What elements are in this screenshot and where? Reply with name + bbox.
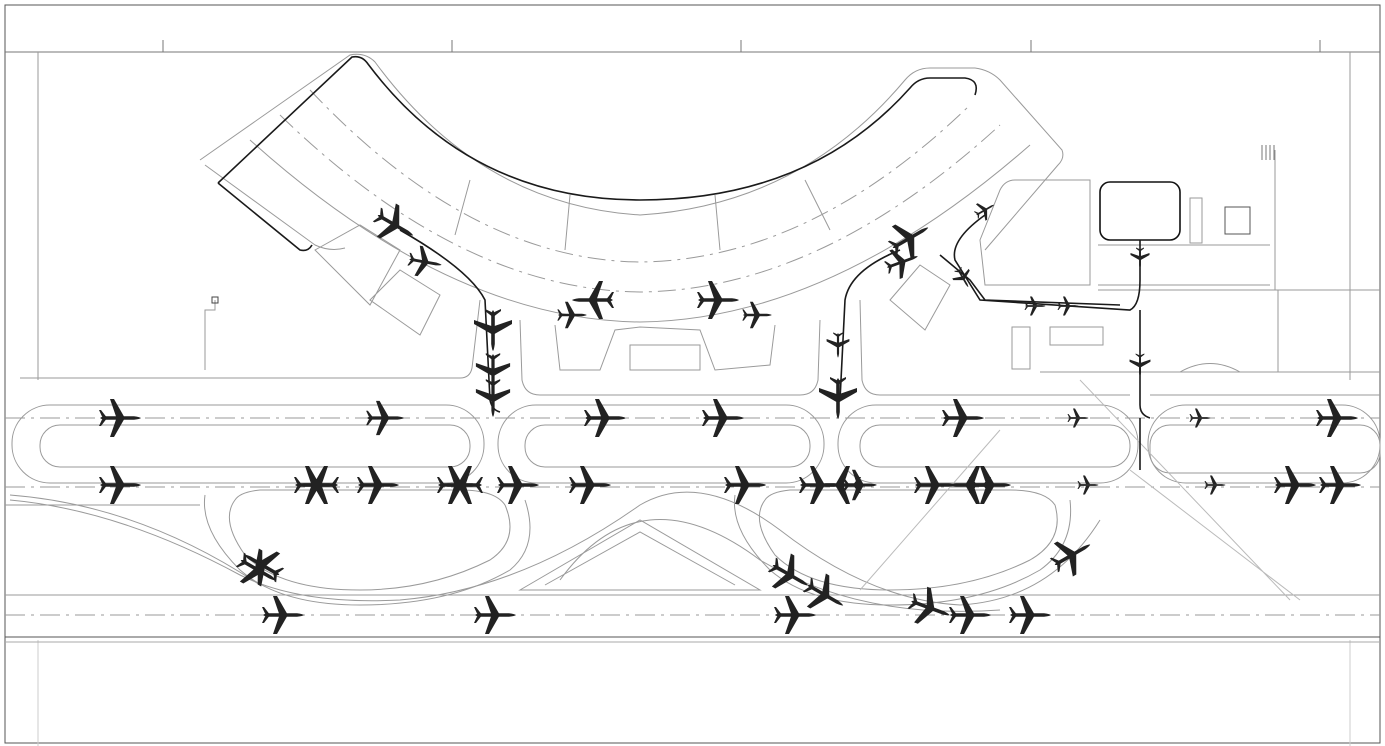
aircraft-layer bbox=[99, 196, 1361, 634]
airplane-icon bbox=[569, 466, 611, 504]
airplane-icon bbox=[1204, 475, 1226, 495]
airplane-icon bbox=[474, 309, 512, 351]
airplane-icon bbox=[99, 466, 141, 504]
base-linework bbox=[4, 4, 1381, 746]
airplane-icon bbox=[497, 466, 539, 504]
airplane-icon bbox=[474, 596, 516, 634]
airplane-icon bbox=[366, 400, 404, 436]
airplane-icon bbox=[1077, 475, 1099, 495]
airplane-icon bbox=[1129, 353, 1151, 377]
airplane-icon bbox=[1024, 296, 1046, 316]
airplane-icon bbox=[774, 596, 816, 634]
airplane-icon bbox=[882, 211, 938, 265]
airplane-icon bbox=[971, 196, 999, 224]
airplane-icon bbox=[1057, 296, 1079, 316]
airplane-icon bbox=[826, 332, 850, 358]
airplane-icon bbox=[843, 469, 877, 501]
airplane-icon bbox=[1009, 596, 1051, 634]
ruler-ticks bbox=[162, 40, 1321, 52]
airplane-icon bbox=[367, 198, 423, 252]
airplane-icon bbox=[572, 281, 614, 319]
heavy-linework bbox=[217, 55, 1151, 470]
airplane-icon bbox=[557, 301, 587, 329]
airplane-icon bbox=[724, 466, 766, 504]
airplane-icon bbox=[441, 466, 483, 504]
airplane-icon bbox=[742, 301, 772, 329]
airplane-icon bbox=[1274, 466, 1316, 504]
airplane-icon bbox=[262, 596, 304, 634]
airplane-icon bbox=[357, 466, 399, 504]
airplane-icon bbox=[1044, 528, 1100, 582]
airplane-icon bbox=[475, 379, 511, 417]
airplane-icon bbox=[762, 548, 818, 602]
airplane-icon bbox=[819, 377, 857, 419]
airplane-icon bbox=[1319, 466, 1361, 504]
airplane-icon bbox=[405, 244, 445, 280]
airplane-icon bbox=[881, 241, 923, 283]
airplane-icon bbox=[1130, 247, 1150, 269]
airplane-icon bbox=[297, 466, 339, 504]
airplane-icon bbox=[903, 582, 957, 634]
